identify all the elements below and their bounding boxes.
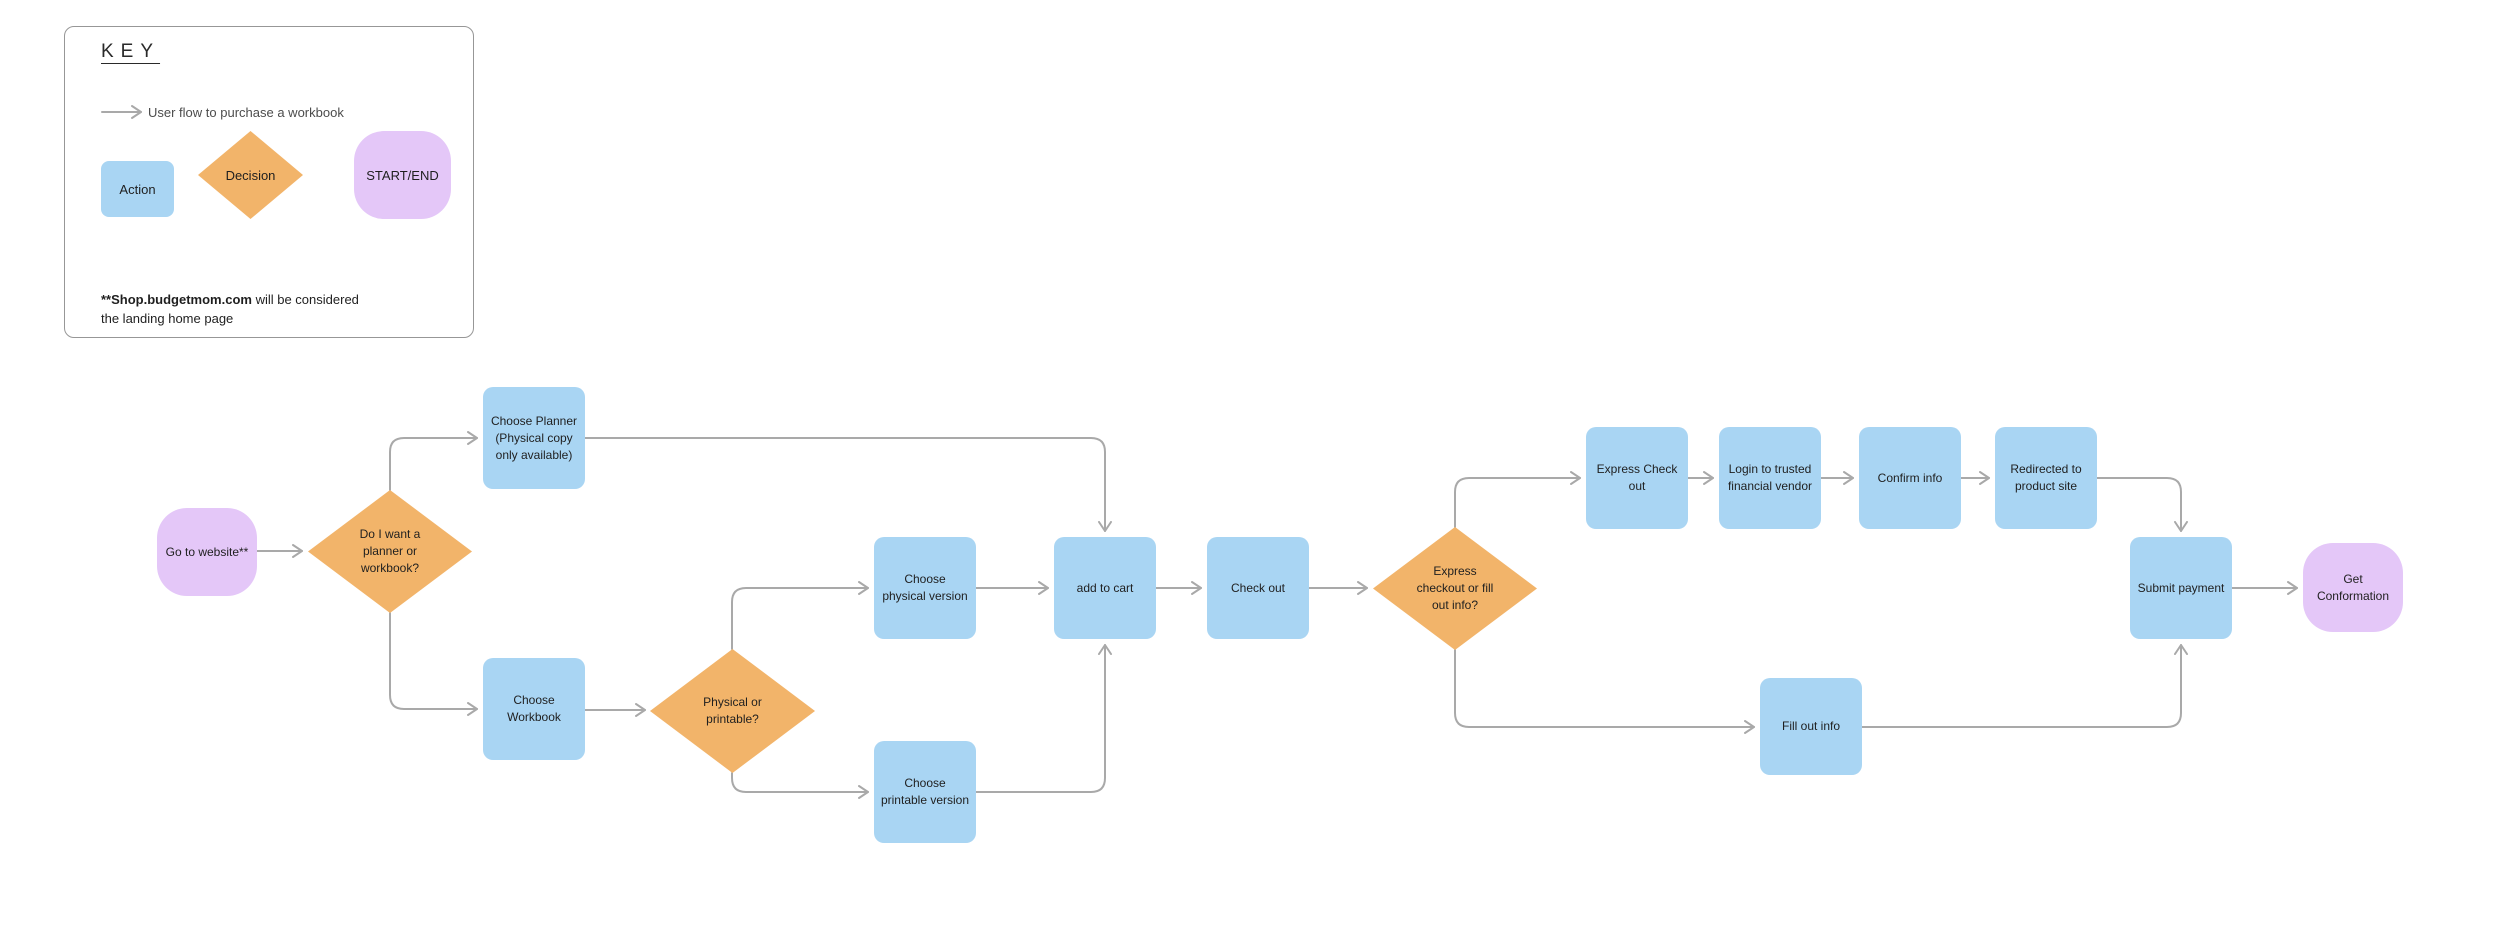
key-footnote: **Shop.budgetmom.com will be considered … bbox=[101, 271, 359, 328]
connector-decision3-to-fill-out-info bbox=[1454, 649, 1755, 734]
node-get-conformation-label: Get Conformation bbox=[2316, 571, 2390, 603]
node-choose-physical[interactable]: Choose physical version bbox=[874, 537, 976, 639]
key-decision-shape: Decision bbox=[198, 131, 303, 219]
node-check-out-label: Check out bbox=[1230, 580, 1286, 595]
connector-fill-out-info-to-submit-bottom bbox=[1861, 644, 2188, 728]
node-login-vendor[interactable]: Login to trusted financial vendor bbox=[1719, 427, 1821, 529]
connector-decision3-to-express bbox=[1454, 471, 1581, 528]
node-express-check-out-label: Express Check out bbox=[1596, 462, 1678, 493]
connector-decision1-to-choose-workbook bbox=[389, 612, 478, 716]
node-fill-out-info[interactable]: Fill out info bbox=[1760, 678, 1862, 775]
key-decision-label: Decision bbox=[225, 167, 276, 183]
node-login-vendor-label: Login to trusted financial vendor bbox=[1727, 462, 1813, 493]
node-choose-printable[interactable]: Choose printable version bbox=[874, 741, 976, 843]
key-legend: KEY User flow to purchase a workbook Act… bbox=[64, 26, 474, 338]
node-add-to-cart-label: add to cart bbox=[1076, 580, 1134, 595]
node-choose-workbook-label: Choose Workbook bbox=[507, 693, 561, 724]
node-add-to-cart[interactable]: add to cart bbox=[1054, 537, 1156, 639]
node-confirm-info[interactable]: Confirm info bbox=[1859, 427, 1961, 529]
connector-decision2-to-choose-physical bbox=[731, 581, 869, 650]
connector-printable-to-cart-bottom bbox=[975, 644, 1112, 793]
node-choose-physical-label: Choose physical version bbox=[882, 572, 968, 603]
node-go-to-website[interactable]: Go to website** bbox=[157, 508, 257, 596]
node-submit-payment-label: Submit payment bbox=[2137, 580, 2225, 595]
node-check-out[interactable]: Check out bbox=[1207, 537, 1309, 639]
node-go-to-website-label: Go to website** bbox=[165, 544, 249, 559]
key-terminal-label: START/END bbox=[366, 167, 439, 183]
node-fill-out-info-label: Fill out info bbox=[1781, 719, 1841, 733]
key-title: KEY bbox=[101, 41, 161, 62]
key-arrow-label: User flow to purchase a workbook bbox=[148, 104, 344, 120]
node-confirm-info-label: Confirm info bbox=[1877, 470, 1943, 485]
connector-decision1-to-choose-planner bbox=[389, 431, 478, 491]
flow-arrow-icon bbox=[101, 105, 142, 119]
node-choose-planner-label: Choose Planner (Physical copy only avail… bbox=[490, 413, 578, 462]
node-express-check-out[interactable]: Express Check out bbox=[1586, 427, 1688, 529]
node-redirected-product-site[interactable]: Redirected to product site bbox=[1995, 427, 2097, 529]
node-redirected-product-site-label: Redirected to product site bbox=[2010, 462, 2082, 493]
node-want-planner-or-workbook-label: Do I want a planner or workbook? bbox=[359, 527, 421, 575]
connector-redirected-to-submit-top bbox=[2096, 477, 2188, 532]
key-arrow-row: User flow to purchase a workbook bbox=[99, 103, 344, 121]
node-get-conformation[interactable]: Get Conformation bbox=[2303, 543, 2403, 632]
node-choose-workbook[interactable]: Choose Workbook bbox=[483, 658, 585, 760]
connector-planner-to-cart-top bbox=[584, 437, 1112, 532]
node-choose-printable-label: Choose printable version bbox=[880, 776, 970, 807]
node-express-or-fill-label: Express checkout or fill out info? bbox=[1416, 564, 1494, 612]
key-action-shape: Action bbox=[101, 161, 174, 217]
node-physical-or-printable-label: Physical or printable? bbox=[703, 695, 762, 726]
node-submit-payment[interactable]: Submit payment bbox=[2130, 537, 2232, 639]
key-footnote-bold: **Shop.budgetmom.com bbox=[101, 292, 252, 307]
key-terminal-shape: START/END bbox=[354, 131, 451, 219]
node-choose-planner[interactable]: Choose Planner (Physical copy only avail… bbox=[483, 387, 585, 489]
connector-decision2-to-choose-printable bbox=[731, 772, 869, 799]
key-action-label: Action bbox=[119, 181, 156, 197]
key-footnote-rest: will be considered the landing home page bbox=[101, 292, 359, 326]
